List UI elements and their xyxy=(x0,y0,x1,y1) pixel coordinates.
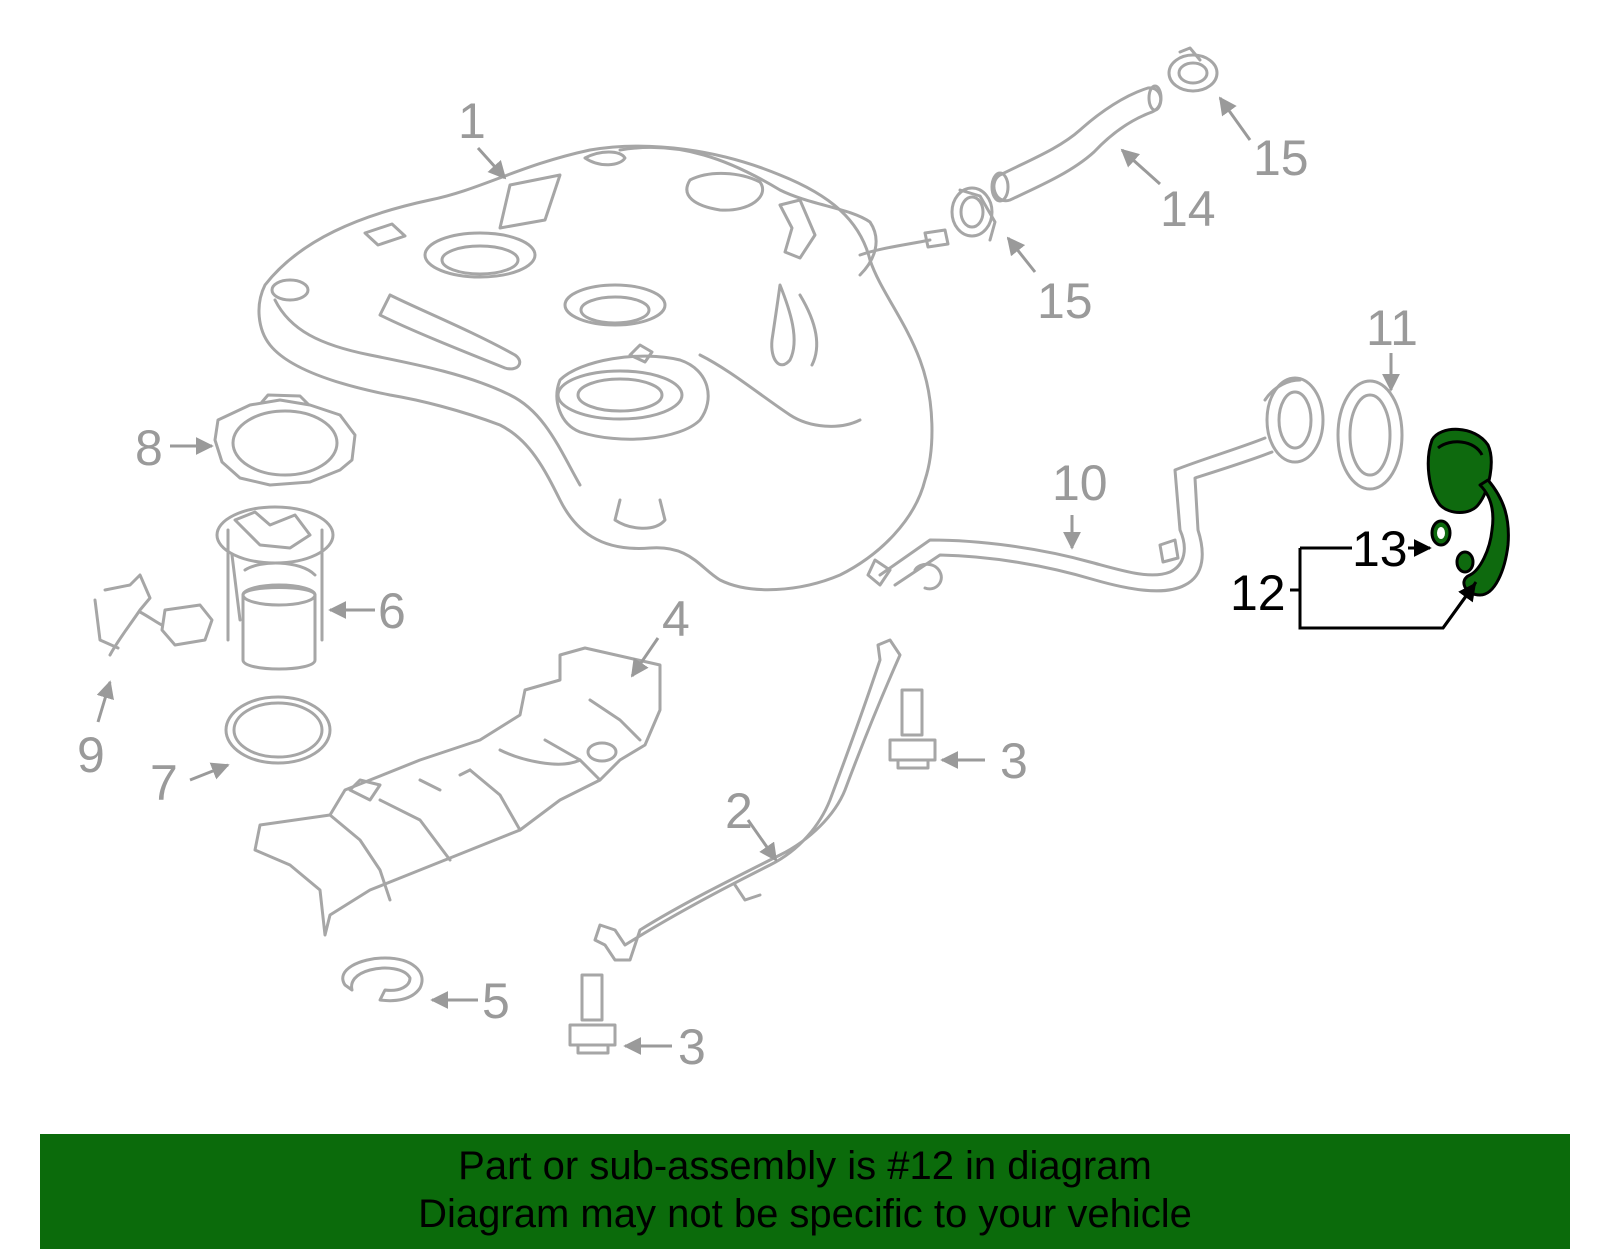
heat-shield-part[interactable] xyxy=(253,646,662,937)
leader-15b xyxy=(1006,236,1037,273)
clamp-part-lower[interactable] xyxy=(950,186,997,242)
lock-ring-part[interactable] xyxy=(213,393,357,487)
callout-9: 9 xyxy=(77,727,105,783)
info-banner: Part or sub-assembly is #12 in diagram D… xyxy=(40,1134,1570,1249)
callout-5: 5 xyxy=(482,973,510,1029)
cap-tether-ring-part[interactable] xyxy=(1430,519,1452,547)
fuel-tank-part[interactable] xyxy=(257,144,950,592)
fuel-sender-part[interactable] xyxy=(93,573,214,657)
callout-10: 10 xyxy=(1052,455,1108,511)
callout-1: 1 xyxy=(458,93,486,149)
callout-7: 7 xyxy=(150,755,178,811)
banner-line-2: Diagram may not be specific to your vehi… xyxy=(418,1192,1192,1236)
filler-neck-gasket-part[interactable] xyxy=(1336,379,1404,491)
callout-12: 12 xyxy=(1230,565,1286,621)
callout-6: 6 xyxy=(378,583,406,639)
tank-strap-part[interactable] xyxy=(593,638,902,962)
leader-12-arrow xyxy=(1441,582,1477,629)
callout-4: 4 xyxy=(662,591,690,647)
filler-pipe-part[interactable] xyxy=(866,376,1325,593)
leader-14 xyxy=(1120,148,1162,186)
pump-gasket-part[interactable] xyxy=(224,695,332,765)
callout-13: 13 xyxy=(1352,521,1408,577)
clamp-part-upper[interactable] xyxy=(1167,46,1219,93)
banner-line-1: Part or sub-assembly is #12 in diagram xyxy=(458,1144,1152,1188)
leader-15a xyxy=(1218,96,1252,141)
callout-2: 2 xyxy=(725,783,753,839)
leader-2 xyxy=(746,819,778,862)
callout-3-lower: 3 xyxy=(678,1019,706,1075)
callout-3-upper: 3 xyxy=(1000,733,1028,789)
fuel-pump-module-part[interactable] xyxy=(215,505,335,671)
filler-hose-part[interactable] xyxy=(990,84,1163,203)
callout-11: 11 xyxy=(1366,300,1418,356)
callout-15-lower: 15 xyxy=(1037,273,1093,329)
callout-8: 8 xyxy=(135,420,163,476)
retaining-clip-part[interactable] xyxy=(341,956,424,1003)
bolt-part-upper[interactable] xyxy=(888,688,937,770)
leader-7 xyxy=(189,762,230,782)
callout-14: 14 xyxy=(1160,181,1216,237)
callout-15-upper: 15 xyxy=(1253,130,1309,186)
leader-4 xyxy=(630,637,660,678)
fuel-cap-part[interactable] xyxy=(1426,427,1510,597)
bolt-part-lower[interactable] xyxy=(568,973,617,1055)
leader-1 xyxy=(476,146,507,180)
leader-9 xyxy=(96,680,114,723)
